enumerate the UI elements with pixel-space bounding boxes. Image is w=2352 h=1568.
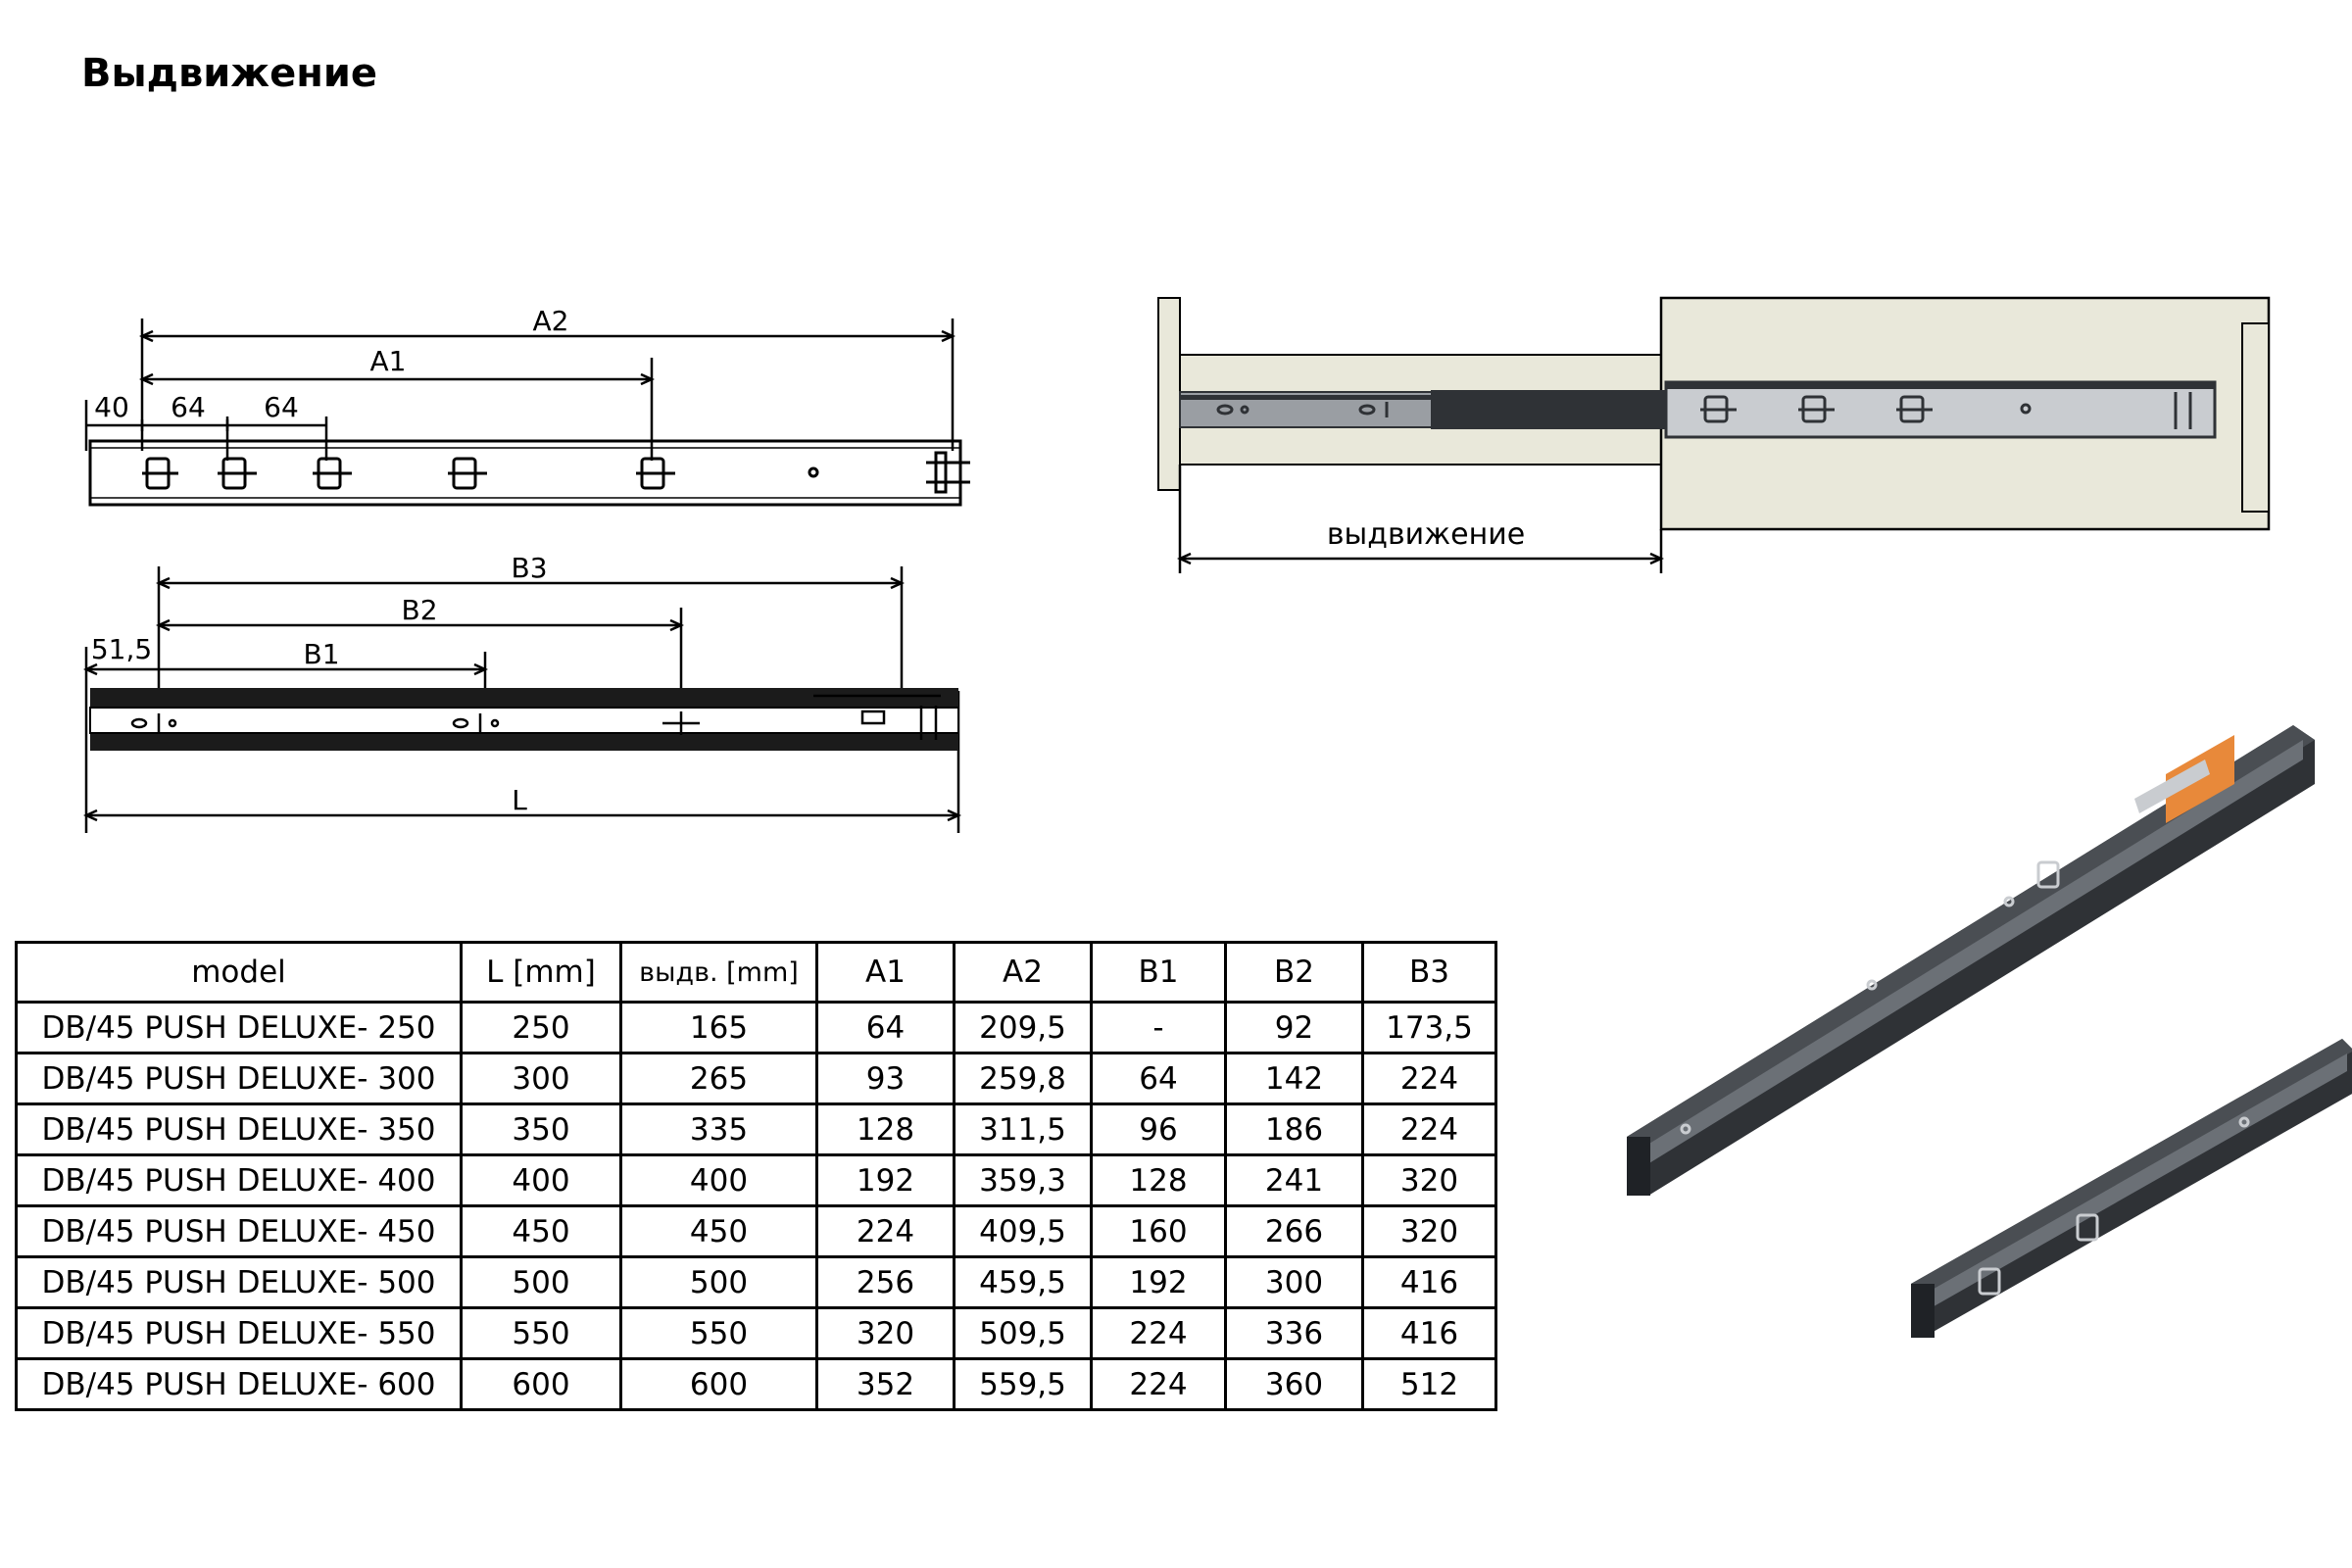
col-header-b3: B3 xyxy=(1361,941,1497,1004)
cell-a2: 459,5 xyxy=(953,1255,1093,1309)
cell-l: 600 xyxy=(460,1357,622,1411)
cell-l: 500 xyxy=(460,1255,622,1309)
dim-a1-label: A1 xyxy=(370,345,407,377)
cell-a1: 192 xyxy=(815,1153,956,1207)
cell-extension: 450 xyxy=(619,1204,818,1258)
col-header-a1: A1 xyxy=(815,941,956,1004)
cell-a1: 128 xyxy=(815,1102,956,1156)
cell-b3: 416 xyxy=(1361,1255,1497,1309)
cell-b2: 360 xyxy=(1224,1357,1364,1411)
cell-model: DB/45 PUSH DELUXE- 550 xyxy=(15,1306,463,1360)
cell-extension: 400 xyxy=(619,1153,818,1207)
cell-l: 550 xyxy=(460,1306,622,1360)
dim-b3-label: B3 xyxy=(511,552,547,584)
col-header-model: model xyxy=(15,941,463,1004)
cell-l: 300 xyxy=(460,1052,622,1105)
cell-b3: 224 xyxy=(1361,1102,1497,1156)
cell-b2: 300 xyxy=(1224,1255,1364,1309)
cell-extension: 335 xyxy=(619,1102,818,1156)
dim-a2-label: A2 xyxy=(533,305,569,337)
spec-table: model L [mm] выдв. [mm] A1 A2 B1 B2 B3 D… xyxy=(15,941,1497,1411)
cell-b3: 320 xyxy=(1361,1153,1497,1207)
extension-label: выдвижение xyxy=(1327,517,1525,552)
cell-a2: 209,5 xyxy=(953,1001,1093,1054)
table-row: DB/45 PUSH DELUXE- 500 500 500 256 459,5… xyxy=(15,1255,1497,1309)
drawer-extension-drawing: выдвижение xyxy=(1157,296,2271,573)
table-header-row: model L [mm] выдв. [mm] A1 A2 B1 B2 B3 xyxy=(15,941,1497,1004)
cell-a2: 509,5 xyxy=(953,1306,1093,1360)
col-header-b2: B2 xyxy=(1224,941,1364,1004)
cell-model: DB/45 PUSH DELUXE- 350 xyxy=(15,1102,463,1156)
table-row: DB/45 PUSH DELUXE- 350 350 335 128 311,5… xyxy=(15,1102,1497,1156)
table-row: DB/45 PUSH DELUXE- 450 450 450 224 409,5… xyxy=(15,1204,1497,1258)
cell-a1: 320 xyxy=(815,1306,956,1360)
col-header-l: L [mm] xyxy=(460,941,622,1004)
cell-b1: 224 xyxy=(1090,1306,1227,1360)
cell-extension: 500 xyxy=(619,1255,818,1309)
cell-model: DB/45 PUSH DELUXE- 400 xyxy=(15,1153,463,1207)
cell-model: DB/45 PUSH DELUXE- 450 xyxy=(15,1204,463,1258)
dim-b2-label: B2 xyxy=(401,594,437,626)
cell-l: 250 xyxy=(460,1001,622,1054)
cell-a2: 311,5 xyxy=(953,1102,1093,1156)
cell-model: DB/45 PUSH DELUXE- 250 xyxy=(15,1001,463,1054)
cell-model: DB/45 PUSH DELUXE- 600 xyxy=(15,1357,463,1411)
cell-l: 450 xyxy=(460,1204,622,1258)
cell-a1: 256 xyxy=(815,1255,956,1309)
cell-extension: 265 xyxy=(619,1052,818,1105)
cell-b3: 320 xyxy=(1361,1204,1497,1258)
dim-40-label: 40 xyxy=(94,391,129,423)
dim-l-label: L xyxy=(512,784,527,816)
cell-b1: 160 xyxy=(1090,1204,1227,1258)
table-row: DB/45 PUSH DELUXE- 250 250 165 64 209,5 … xyxy=(15,1001,1497,1054)
top-rail-drawing: A2 A1 40 64 64 xyxy=(84,305,970,507)
cell-b3: 512 xyxy=(1361,1357,1497,1411)
cell-a1: 93 xyxy=(815,1052,956,1105)
cell-b2: 266 xyxy=(1224,1204,1364,1258)
table-row: DB/45 PUSH DELUXE- 600 600 600 352 559,5… xyxy=(15,1357,1497,1411)
table-row: DB/45 PUSH DELUXE- 550 550 550 320 509,5… xyxy=(15,1306,1497,1360)
cell-b2: 186 xyxy=(1224,1102,1364,1156)
cell-l: 400 xyxy=(460,1153,622,1207)
cell-a2: 559,5 xyxy=(953,1357,1093,1411)
col-header-extension: выдв. [mm] xyxy=(619,941,818,1004)
cell-extension: 550 xyxy=(619,1306,818,1360)
dim-515-label: 51,5 xyxy=(91,633,152,665)
col-header-b1: B1 xyxy=(1090,941,1227,1004)
cell-b3: 173,5 xyxy=(1361,1001,1497,1054)
cell-b3: 224 xyxy=(1361,1052,1497,1105)
cell-b2: 142 xyxy=(1224,1052,1364,1105)
cell-b1: 64 xyxy=(1090,1052,1227,1105)
cell-a1: 224 xyxy=(815,1204,956,1258)
page-title: Выдвижение xyxy=(81,51,378,96)
cell-a1: 64 xyxy=(815,1001,956,1054)
cell-b2: 92 xyxy=(1224,1001,1364,1054)
cell-model: DB/45 PUSH DELUXE- 300 xyxy=(15,1052,463,1105)
cell-b1: - xyxy=(1090,1001,1227,1054)
cell-a1: 352 xyxy=(815,1357,956,1411)
cell-a2: 409,5 xyxy=(953,1204,1093,1258)
cell-extension: 600 xyxy=(619,1357,818,1411)
cell-l: 350 xyxy=(460,1102,622,1156)
cell-b2: 241 xyxy=(1224,1153,1364,1207)
dim-64b-label: 64 xyxy=(264,391,299,423)
dim-64a-label: 64 xyxy=(171,391,206,423)
cell-a2: 359,3 xyxy=(953,1153,1093,1207)
cell-a2: 259,8 xyxy=(953,1052,1093,1105)
cell-b1: 128 xyxy=(1090,1153,1227,1207)
table-row: DB/45 PUSH DELUXE- 300 300 265 93 259,8 … xyxy=(15,1052,1497,1105)
cell-b1: 192 xyxy=(1090,1255,1227,1309)
dim-b1-label: B1 xyxy=(303,638,339,670)
rail-3d-illustration xyxy=(1627,725,2352,1338)
cell-b1: 96 xyxy=(1090,1102,1227,1156)
cell-b1: 224 xyxy=(1090,1357,1227,1411)
col-header-a2: A2 xyxy=(953,941,1093,1004)
cell-b3: 416 xyxy=(1361,1306,1497,1360)
cell-b2: 336 xyxy=(1224,1306,1364,1360)
table-row: DB/45 PUSH DELUXE- 400 400 400 192 359,3… xyxy=(15,1153,1497,1207)
cell-extension: 165 xyxy=(619,1001,818,1054)
cell-model: DB/45 PUSH DELUXE- 500 xyxy=(15,1255,463,1309)
bottom-rail-drawing: B3 B2 B1 51,5 L xyxy=(82,552,962,833)
